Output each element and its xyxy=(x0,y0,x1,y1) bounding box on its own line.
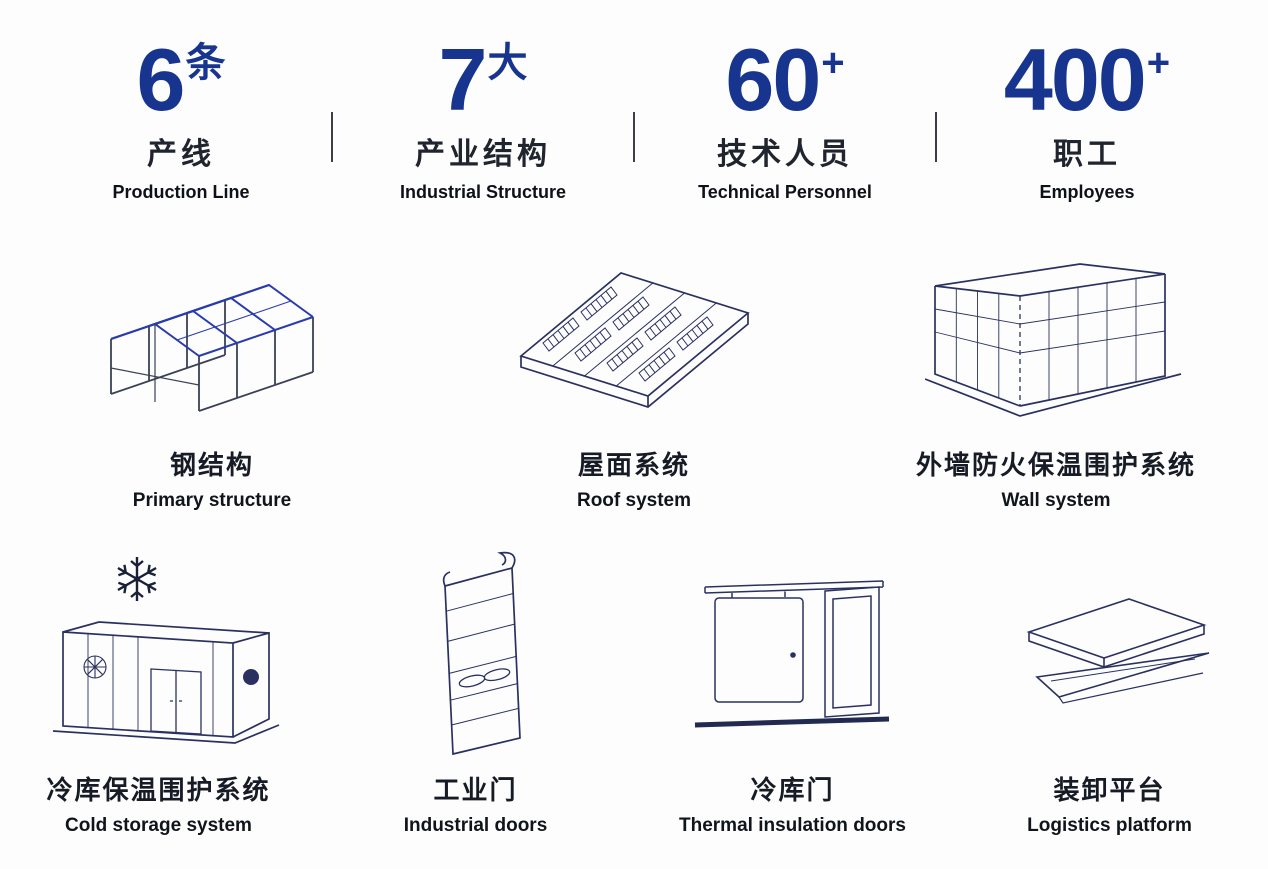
stat-number: 7 xyxy=(438,30,488,129)
stat-label-zh: 产业结构 xyxy=(415,137,551,171)
product-wall-system: 外墙防火保温围护系统 Wall system xyxy=(845,239,1267,512)
stat-unit: + xyxy=(821,41,845,85)
product-title-zh: 冷库门 xyxy=(750,774,835,805)
products-row-1: 钢结构 Primary structure xyxy=(0,239,1268,512)
stat-industrial-structure: 7 大 产业结构 Industrial Structure xyxy=(333,30,633,203)
stat-technical-personnel: 60 + 技术人员 Technical Personnel xyxy=(635,30,935,203)
stat-unit: + xyxy=(1146,41,1171,85)
cold-storage-door-icon xyxy=(687,546,899,760)
snowflake-icon xyxy=(113,556,160,603)
product-title-zh: 装卸平台 xyxy=(1053,774,1166,805)
product-title-en: Cold storage system xyxy=(65,814,252,836)
product-title-en: Industrial doors xyxy=(403,814,548,836)
steel-structure-icon xyxy=(81,239,343,435)
stat-label-zh: 技术人员 xyxy=(717,137,853,171)
stat-label-en: Production Line xyxy=(112,181,250,202)
stat-label-en: Industrial Structure xyxy=(399,181,567,202)
stats-row: 6 条 产线 Production Line 7 大 产业结构 Industri… xyxy=(0,30,1268,203)
stat-label-en: Employees xyxy=(1039,181,1135,202)
product-title-zh: 工业门 xyxy=(433,774,518,805)
stat-unit: 条 xyxy=(185,41,226,85)
product-title-zh: 钢结构 xyxy=(169,449,254,480)
stat-label-zh: 职工 xyxy=(1053,137,1121,171)
wall-system-icon xyxy=(925,239,1187,435)
product-title-zh: 屋面系统 xyxy=(577,449,690,480)
stat-number-group: 6 条 xyxy=(31,30,331,129)
stat-number: 6 xyxy=(136,30,186,129)
stat-divider xyxy=(633,112,635,162)
product-title-en: Primary structure xyxy=(132,489,292,511)
product-title-en: Thermal insulation doors xyxy=(679,814,906,836)
stat-number-group: 60 + xyxy=(635,30,935,129)
stat-number-group: 7 大 xyxy=(333,30,633,129)
product-loading-platform: 装卸平台 Logistics platform xyxy=(951,546,1268,837)
loading-platform-icon xyxy=(999,546,1221,760)
products-row-2: 冷库保温围护系统 Cold storage system xyxy=(0,546,1268,837)
product-title-zh: 冷库保温围护系统 xyxy=(46,774,271,805)
product-title-en: Roof system xyxy=(576,489,692,511)
stat-number: 400 xyxy=(1003,30,1147,129)
stat-employees: 400 + 职工 Employees xyxy=(937,30,1237,203)
stat-label-zh: 产线 xyxy=(147,137,215,171)
stat-production-line: 6 条 产线 Production Line xyxy=(31,30,331,203)
product-title-en: Logistics platform xyxy=(1027,814,1192,836)
stat-divider xyxy=(935,112,937,162)
stat-number-group: 400 + xyxy=(937,30,1237,129)
roof-system-icon xyxy=(503,239,765,435)
cold-storage-icon xyxy=(33,546,285,760)
product-title-zh: 外墙防火保温围护系统 xyxy=(915,449,1196,480)
product-cold-storage-door: 冷库门 Thermal insulation doors xyxy=(634,546,951,837)
product-industrial-door: 工业门 Industrial doors xyxy=(317,546,634,837)
stat-label-en: Technical Personnel xyxy=(698,181,872,202)
industrial-door-icon xyxy=(400,546,552,760)
product-cold-storage: 冷库保温围护系统 Cold storage system xyxy=(0,546,317,837)
stat-number: 60 xyxy=(725,30,821,129)
product-roof-system: 屋面系统 Roof system xyxy=(423,239,845,512)
product-title-en: Wall system xyxy=(1001,489,1111,511)
stat-unit: 大 xyxy=(487,41,528,85)
product-primary-structure: 钢结构 Primary structure xyxy=(1,239,423,512)
stat-divider xyxy=(331,112,333,162)
